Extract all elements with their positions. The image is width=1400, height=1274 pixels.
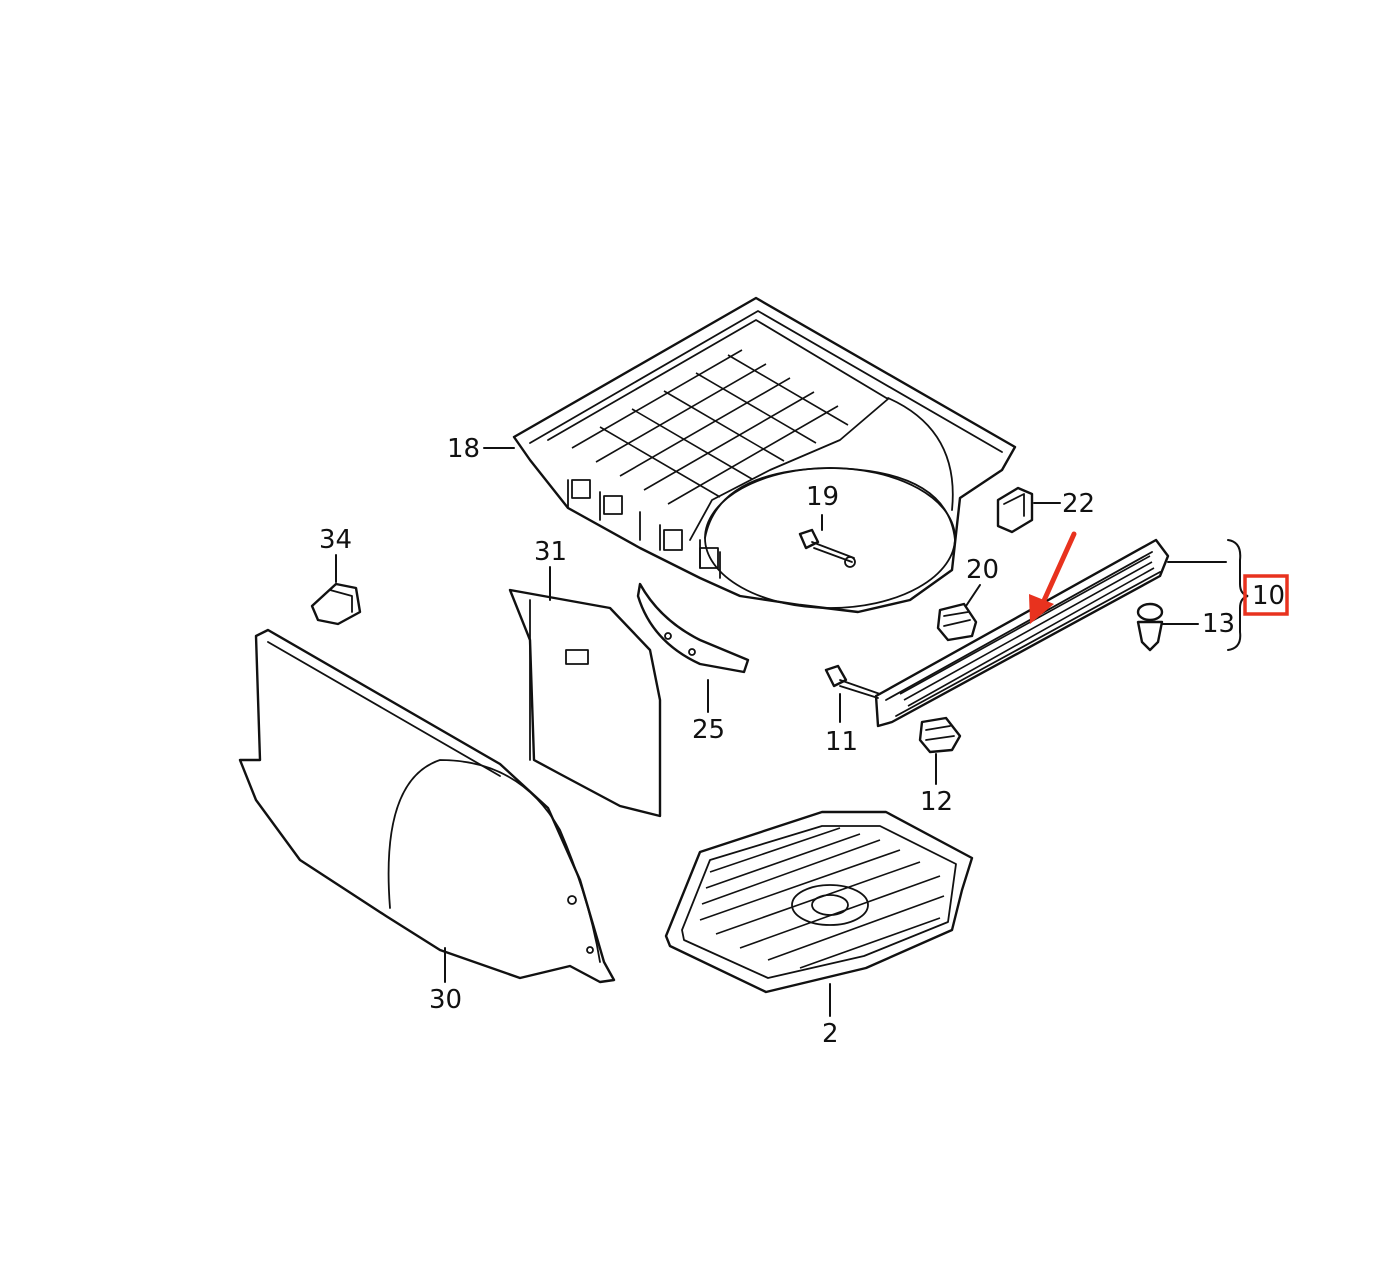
part-20-push-clip (936, 602, 978, 642)
callout-13: 13 (1202, 609, 1235, 639)
callout-20: 20 (966, 555, 999, 585)
highlight-box-10 (1243, 574, 1289, 616)
callout-25: 25 (692, 715, 725, 745)
part-10-sill-trim (874, 538, 1170, 728)
part-31-side-trim (508, 588, 662, 818)
callout-2: 2 (822, 1019, 839, 1049)
part-12-push-clip (918, 716, 962, 754)
callout-12: 12 (920, 787, 953, 817)
callout-labels: 18 19 22 34 31 20 10 13 25 11 12 30 2 (319, 434, 1285, 1049)
callout-22: 22 (1062, 489, 1095, 519)
part-11-screw (824, 664, 881, 699)
callout-10: 10 (1252, 581, 1285, 611)
leader-20 (965, 584, 981, 607)
annotations (1029, 531, 1289, 624)
leader-lines (335, 447, 1249, 1017)
callout-31: 31 (534, 537, 567, 567)
callout-34: 34 (319, 525, 352, 555)
red-arrowhead-icon (1029, 594, 1054, 624)
part-19-screw (798, 528, 856, 568)
red-arrow-icon (1039, 531, 1077, 608)
bracket-10 (1227, 539, 1249, 651)
part-34-bracket (310, 582, 362, 626)
callout-11: 11 (825, 727, 858, 757)
callout-30: 30 (429, 985, 462, 1015)
part-22-clip (996, 486, 1034, 534)
callout-19: 19 (806, 482, 839, 512)
part-13-clip (1136, 602, 1164, 652)
part-18-floor-tray (512, 296, 1017, 614)
part-2-floor-mat (664, 810, 974, 994)
callout-18: 18 (447, 434, 480, 464)
part-25-trim-strip (636, 582, 750, 674)
part-30-side-panel (238, 628, 616, 984)
